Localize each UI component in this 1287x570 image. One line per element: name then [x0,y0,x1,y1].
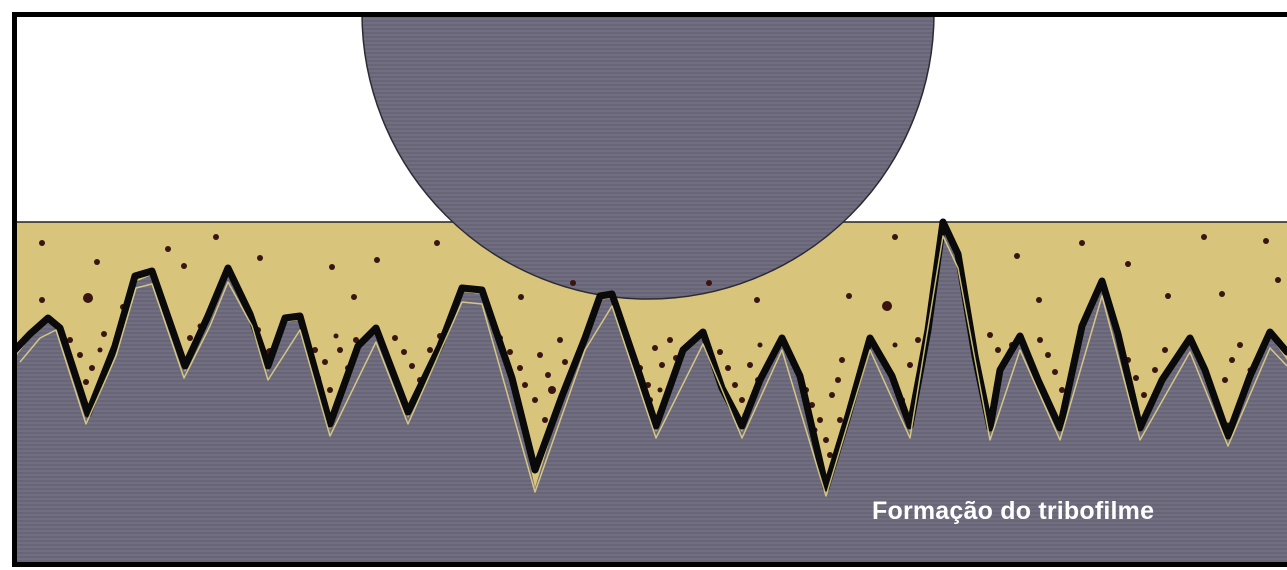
diagram-caption: Formação do tribofilme [872,497,1154,526]
